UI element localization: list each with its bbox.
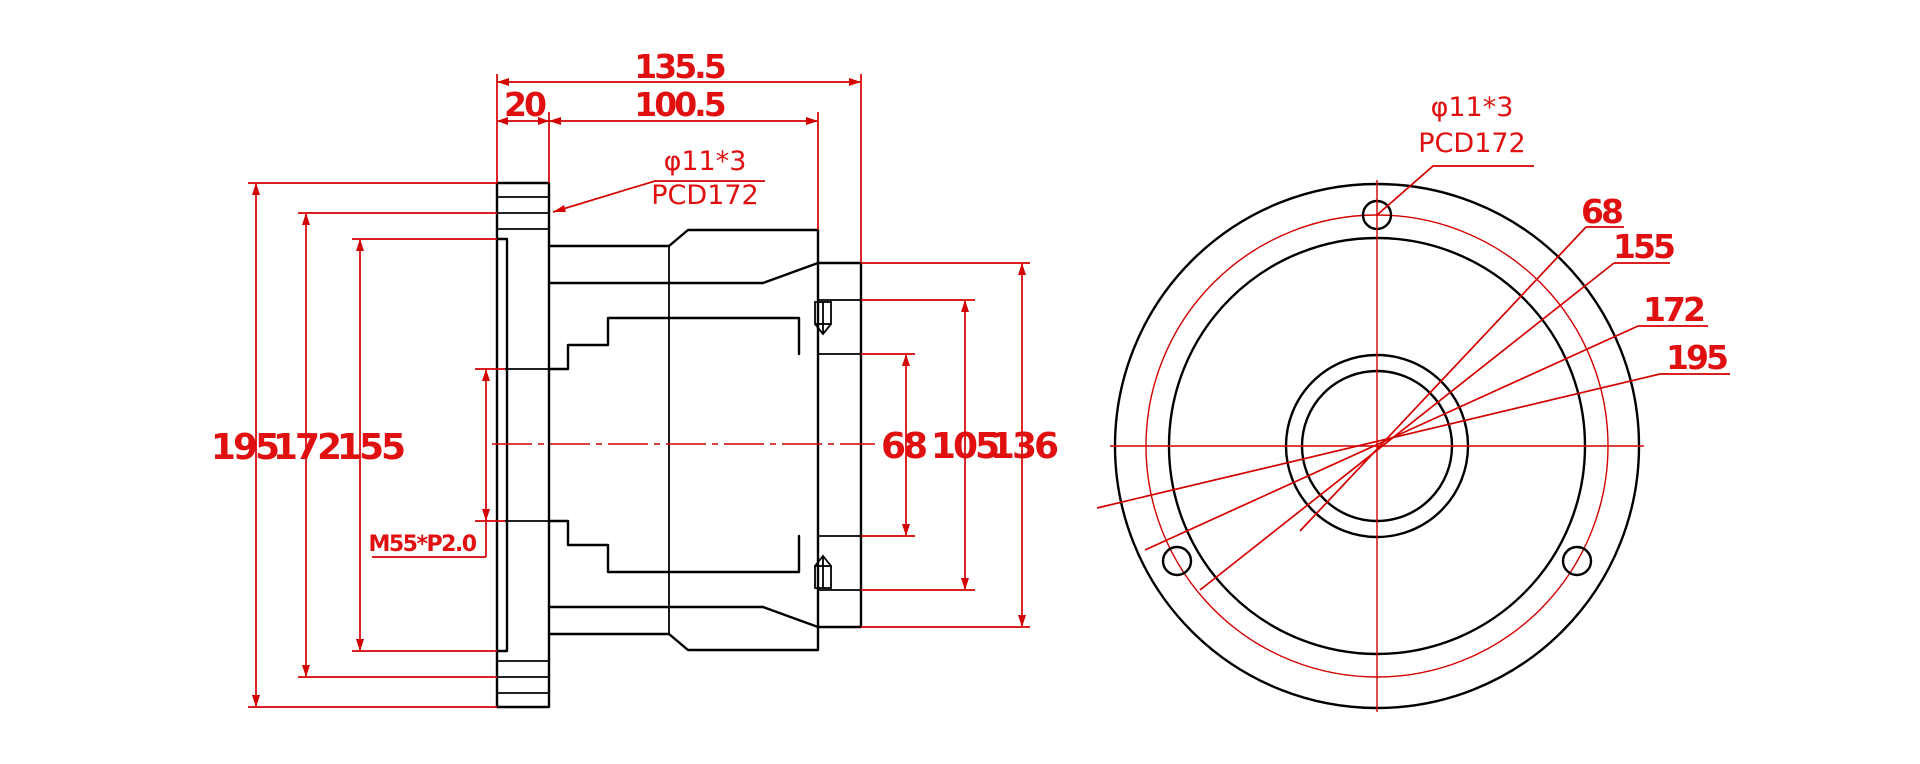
dim-label-thread: M55*P2.0 <box>368 532 476 557</box>
side-hole-pcd-label: PCD172 <box>651 180 758 211</box>
front-view: φ11*3 PCD172 68 155 172 195 <box>1096 92 1730 712</box>
dim-dia-136-side: 136 <box>861 262 1061 628</box>
dim-dia-68-side: 68 <box>861 353 929 537</box>
dim-label-20: 20 <box>504 85 546 124</box>
front-hole-note: φ11*3 PCD172 <box>1376 92 1534 216</box>
dim-label-195-front: 195 <box>1666 338 1727 377</box>
side-hole-size-label: φ11*3 <box>664 146 747 177</box>
dim-dia-172-front: 172 <box>1144 290 1708 551</box>
dim-dia-155-side: 155 <box>337 238 497 652</box>
flange-outline <box>495 181 551 709</box>
dim-thread: M55*P2.0 <box>368 368 505 558</box>
dim-label-155-front: 155 <box>1613 227 1674 266</box>
dim-dia-155-front: 155 <box>1199 227 1677 591</box>
dim-label-100-5: 100.5 <box>634 85 724 124</box>
front-hole-pcd-label: PCD172 <box>1418 128 1525 159</box>
dim-dia-105-side: 105 <box>861 299 1001 591</box>
inner-bore <box>505 316 801 574</box>
side-hole-note: φ11*3 PCD172 <box>552 146 765 213</box>
dim-label-105-side: 105 <box>931 426 998 467</box>
dim-label-172-front: 172 <box>1643 290 1704 329</box>
bolt-hole-left <box>1161 545 1193 577</box>
dim-label-136-side: 136 <box>990 426 1058 467</box>
dim-label-155-side: 155 <box>337 427 404 468</box>
dim-dia-68-front: 68 <box>1299 192 1625 532</box>
dim-label-68-front: 68 <box>1581 192 1622 231</box>
bolt-hole-right <box>1561 545 1593 577</box>
jaw-pin-bottom <box>814 554 832 589</box>
register-spigot <box>495 237 509 653</box>
dim-overall-length: 135.5 <box>496 47 862 263</box>
jaw-pin-top <box>814 301 832 336</box>
dim-label-135-5: 135.5 <box>634 47 724 86</box>
dim-dia-195-front: 195 <box>1096 338 1730 509</box>
end-cap <box>816 261 863 629</box>
dim-label-68-side: 68 <box>881 426 926 467</box>
dim-body-length: 100.5 <box>549 85 819 230</box>
body-outline <box>547 228 820 652</box>
dim-dia-172-side: 172 <box>273 212 497 678</box>
front-hole-size-label: φ11*3 <box>1431 92 1514 123</box>
dim-label-195-side: 195 <box>211 427 278 468</box>
dim-dia-195-side: 195 <box>211 182 497 708</box>
dim-flange-thickness: 20 <box>497 85 550 183</box>
dim-label-172-side: 172 <box>273 427 339 468</box>
side-view: 135.5 20 100.5 φ11*3 PCD172 <box>211 47 1061 709</box>
